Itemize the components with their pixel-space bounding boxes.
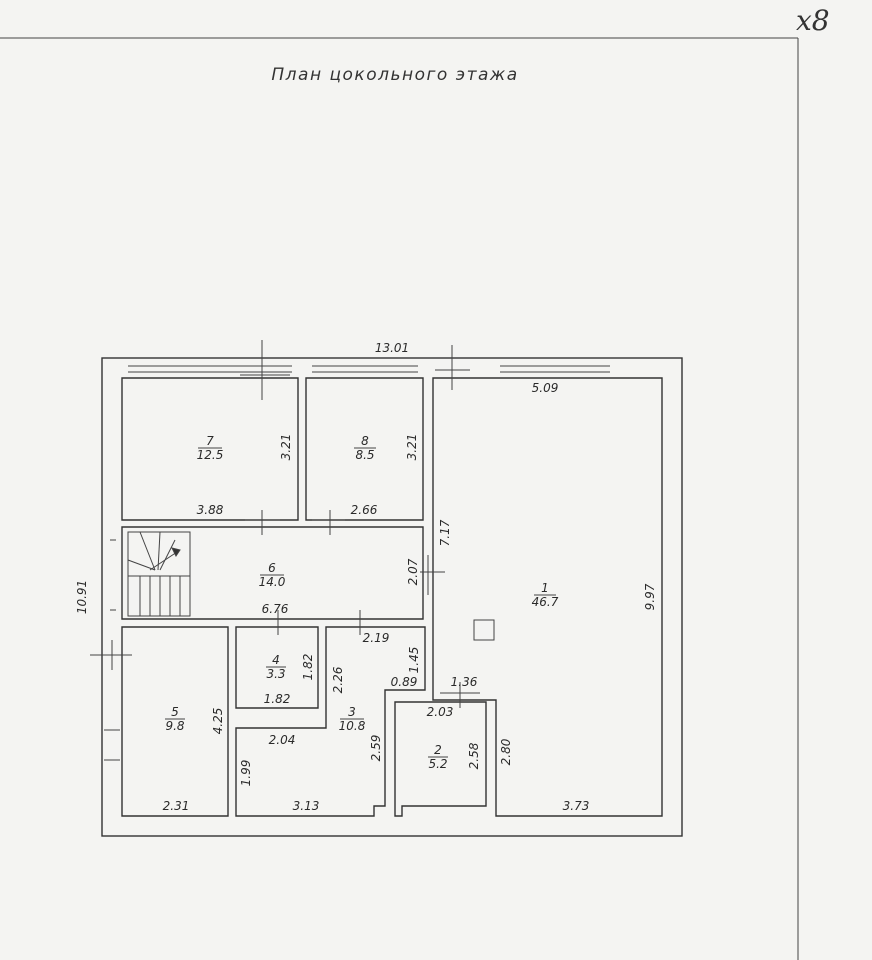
dim-room7-right: 3.21 xyxy=(279,434,293,461)
dim-room2-right: 2.58 xyxy=(467,742,481,769)
dim-room8-bottom: 2.66 xyxy=(351,503,378,517)
svg-text:6: 6 xyxy=(268,561,276,575)
dim-room3-left-lower: 1.99 xyxy=(239,760,253,787)
dim-room3-right: 1.45 xyxy=(407,647,421,674)
svg-text:3.3: 3.3 xyxy=(266,667,285,681)
corner-mark: x8 xyxy=(796,4,830,37)
dim-room2-top: 2.03 xyxy=(427,705,454,719)
dim-room1-left: 7.17 xyxy=(438,519,452,546)
room-label-8: 8 8.5 xyxy=(354,434,376,462)
dim-room3-top: 2.19 xyxy=(363,631,390,645)
svg-text:1: 1 xyxy=(541,581,549,595)
dimension-labels: 13.01 10.91 5.09 9.97 7.17 3.73 3.88 3.2… xyxy=(75,341,657,813)
window-marks xyxy=(104,365,610,761)
dim-room2-door: 1.36 xyxy=(451,675,478,689)
svg-text:5: 5 xyxy=(171,705,179,719)
door-marks xyxy=(90,340,480,708)
dim-room3-lower-right: 2.59 xyxy=(369,735,383,762)
dim-total-height: 10.91 xyxy=(75,580,89,614)
room-label-4: 4 3.3 xyxy=(266,653,286,681)
room-label-2: 2 5.2 xyxy=(428,743,448,771)
room-6-outline xyxy=(121,526,424,620)
room-label-3: 3 10.8 xyxy=(339,705,366,733)
dim-room3-bottom: 3.13 xyxy=(293,799,320,813)
room-label-1: 1 46.7 xyxy=(532,581,559,609)
svg-text:14.0: 14.0 xyxy=(259,575,286,589)
dim-room6-bottom: 6.76 xyxy=(262,602,289,616)
svg-text:3: 3 xyxy=(348,705,356,719)
room-labels: 1 46.7 2 5.2 3 10.8 4 3.3 5 9.8 6 14.0 xyxy=(165,434,559,771)
dim-room1-bottom: 3.73 xyxy=(563,799,590,813)
dim-room5-right: 4.25 xyxy=(211,708,225,735)
room-label-6: 6 14.0 xyxy=(259,561,286,589)
room-7-outline xyxy=(121,377,299,521)
staircase xyxy=(127,531,191,617)
dim-total-width: 13.01 xyxy=(375,341,409,355)
plan-title: План цокольного этажа xyxy=(271,65,518,85)
room-1-outline xyxy=(432,377,663,817)
svg-text:2: 2 xyxy=(434,743,442,757)
room-4-outline xyxy=(235,626,319,709)
room-label-7: 7 12.5 xyxy=(197,434,224,462)
room-label-5: 5 9.8 xyxy=(165,705,185,733)
svg-text:8: 8 xyxy=(361,434,369,448)
dim-room5-bottom: 2.31 xyxy=(163,799,190,813)
svg-text:7: 7 xyxy=(206,434,214,448)
dim-room3-left: 2.26 xyxy=(331,666,345,693)
svg-text:8.5: 8.5 xyxy=(355,448,374,462)
column-square xyxy=(473,619,495,641)
outer-wall-outline xyxy=(101,357,683,837)
svg-text:5.2: 5.2 xyxy=(428,757,447,771)
dim-room4-bottom: 1.82 xyxy=(264,692,291,706)
svg-text:9.8: 9.8 xyxy=(165,719,184,733)
room-5-outline xyxy=(121,626,229,817)
dim-room3-lower-left: 2.04 xyxy=(269,733,296,747)
dim-room2-outer: 2.80 xyxy=(499,738,513,765)
dim-room6-right: 2.07 xyxy=(406,558,420,585)
dim-room4-right: 1.82 xyxy=(301,654,315,681)
dim-room7-bottom: 3.88 xyxy=(197,503,224,517)
room-8-outline xyxy=(305,377,424,521)
dim-room3-bottom-step: 0.89 xyxy=(391,675,418,689)
room-2-outline xyxy=(394,701,487,817)
room-3-outline xyxy=(235,626,426,817)
svg-text:10.8: 10.8 xyxy=(339,719,366,733)
dim-room8-right: 3.21 xyxy=(405,434,419,461)
svg-text:4: 4 xyxy=(272,653,280,667)
dim-room1-top: 5.09 xyxy=(532,381,559,395)
svg-text:46.7: 46.7 xyxy=(532,595,559,609)
dim-room1-right: 9.97 xyxy=(643,583,657,610)
svg-text:12.5: 12.5 xyxy=(197,448,224,462)
